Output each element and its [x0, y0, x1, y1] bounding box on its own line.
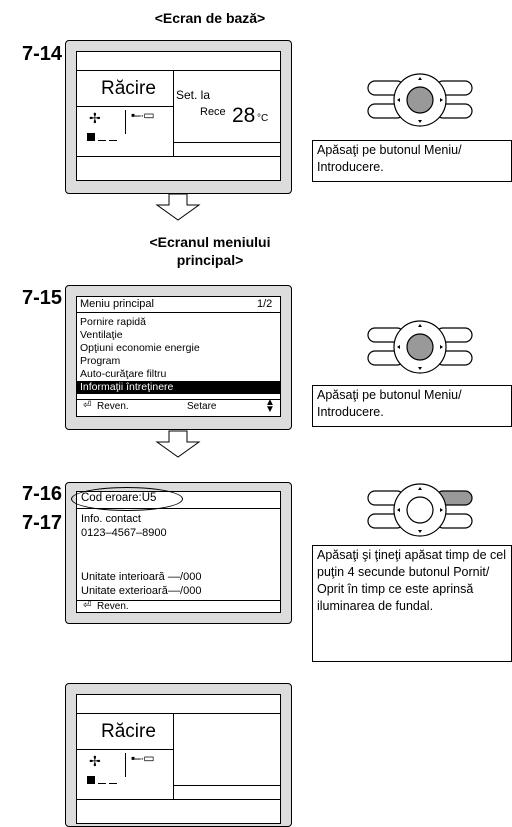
outdoor-unit: Unitate exterioară––/000 — [81, 585, 202, 597]
menu-item[interactable]: Auto-curăţare filtru — [80, 368, 167, 380]
instruction-step-16: Apăsaţi şi ţineţi apăsat timp de cel puţ… — [312, 545, 512, 662]
fan-icon: ✢ — [89, 753, 101, 769]
cool-label: Rece — [200, 106, 226, 118]
up-down-icon: ▲▼ — [265, 397, 275, 415]
basic-screen-header: <Ecran de bază> — [154, 10, 266, 26]
menu-item[interactable]: Program — [80, 355, 121, 367]
remote-buttons-icon — [367, 320, 473, 374]
menu-item[interactable]: Ventilaţie — [80, 329, 123, 341]
fan-icon: ✢ — [89, 110, 101, 126]
menu-page: 1/2 — [257, 298, 273, 310]
menu-item[interactable]: Opţiuni economie energie — [80, 342, 200, 354]
arrow-down-icon — [155, 193, 201, 221]
menu-item[interactable]: Pornire rapidă — [80, 316, 146, 328]
airflow-direction-icon: ▪--·▭ — [131, 108, 155, 122]
error-code-highlight — [71, 487, 183, 511]
error-code: Cod eroare:U5 — [81, 492, 157, 504]
step-number: 7-17 — [22, 512, 63, 534]
menu-title: Meniu principal — [80, 298, 154, 310]
airflow-direction-icon: ▪--·▭ — [131, 751, 155, 765]
contact-phone: 0123–4567–8900 — [81, 527, 167, 539]
step-number: 7-14 — [22, 43, 63, 65]
temperature-value: 28 — [232, 104, 256, 127]
return-label[interactable]: Reven. — [97, 401, 129, 412]
indoor-unit: Unitate interioară ––/000 — [81, 571, 202, 583]
mode-label: Răcire — [101, 721, 156, 742]
arrow-down-icon — [155, 430, 201, 458]
remote-panel-error: Cod eroare:U5 Info. contact 0123–4567–89… — [65, 482, 292, 624]
menu-item-label: Informaţii întreţinere — [80, 381, 174, 393]
fan-speed-indicator — [87, 133, 122, 141]
step-number: 7-16 — [22, 483, 63, 505]
instruction-step-15: Apăsaţi pe butonul Meniu/ Introducere. — [312, 385, 512, 427]
instruction-step-14: Apăsaţi pe butonul Meniu/ Introducere. — [312, 140, 512, 182]
contact-label: Info. contact — [81, 513, 141, 525]
return-label[interactable]: Reven. — [97, 601, 129, 612]
return-icon: ⏎ — [83, 600, 92, 611]
remote-panel-basic: Răcire ✢ ▪--·▭ Set. la Rece 28 °C — [65, 40, 292, 194]
lcd-screen: Cod eroare:U5 Info. contact 0123–4567–89… — [71, 487, 281, 613]
temperature-unit: °C — [257, 113, 269, 124]
setting-label[interactable]: Setare — [187, 401, 217, 412]
lcd-screen: Meniu principal 1/2 Pornire rapidă Venti… — [76, 296, 281, 417]
fan-speed-indicator — [87, 776, 122, 784]
remote-panel-menu: Meniu principal 1/2 Pornire rapidă Venti… — [65, 285, 292, 430]
setpoint-label: Set. la — [176, 88, 211, 102]
menu-item-selected[interactable]: Informaţii întreţinere — [77, 381, 280, 394]
remote-panel-final: Răcire ✢ ▪--·▭ — [65, 683, 292, 827]
remote-buttons-icon — [367, 73, 473, 127]
lcd-screen: Răcire ✢ ▪--·▭ — [76, 694, 281, 824]
mode-label: Răcire — [101, 78, 156, 99]
remote-buttons-icon — [367, 483, 473, 537]
return-icon: ⏎ — [83, 400, 92, 411]
lcd-screen: Răcire ✢ ▪--·▭ Set. la Rece 28 °C — [76, 51, 281, 181]
main-menu-screen-header-line1: <Ecranul meniului — [149, 234, 271, 250]
step-number: 7-15 — [22, 287, 63, 309]
main-menu-screen-header-line2: principal> — [176, 252, 244, 268]
